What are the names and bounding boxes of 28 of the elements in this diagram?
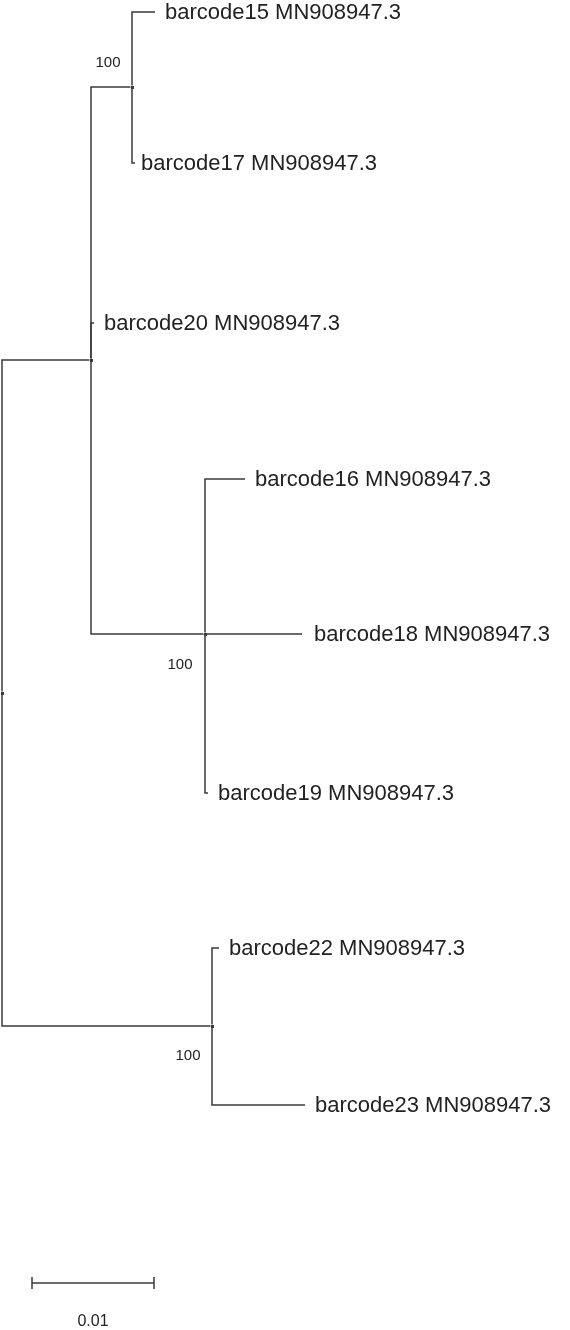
branch-line — [204, 634, 209, 794]
branch-line — [131, 87, 136, 164]
taxon-label: barcode22 MN908947.3 — [219, 936, 466, 960]
taxon-label: barcode23 MN908947.3 — [305, 1093, 552, 1117]
taxon-label: barcode20 MN908947.3 — [94, 311, 341, 335]
branch-line — [1, 693, 212, 1027]
branch-line — [204, 478, 246, 634]
branch-point — [210, 1024, 214, 1028]
taxon-label: barcode19 MN908947.3 — [208, 781, 455, 805]
branch-point — [130, 85, 134, 89]
branch-point — [203, 632, 207, 636]
branch-line — [211, 1026, 306, 1106]
branch-line — [205, 633, 303, 635]
bootstrap-value: 100 — [95, 54, 121, 70]
branch-point — [89, 358, 93, 362]
taxon-label: barcode16 MN908947.3 — [245, 467, 492, 491]
branch-point — [0, 691, 4, 695]
branch-line — [211, 947, 220, 1026]
branch-line — [1, 359, 91, 693]
bootstrap-value: 100 — [175, 1047, 201, 1063]
branch-line — [131, 11, 156, 87]
branch-line — [90, 322, 95, 360]
taxon-label: barcode15 MN908947.3 — [155, 0, 402, 24]
taxon-label: barcode17 MN908947.3 — [135, 151, 378, 175]
taxon-label: barcode18 MN908947.3 — [302, 622, 551, 646]
bootstrap-value: 100 — [167, 656, 193, 672]
scale-label: 0.01 — [77, 1313, 109, 1329]
branch-line — [90, 360, 205, 635]
